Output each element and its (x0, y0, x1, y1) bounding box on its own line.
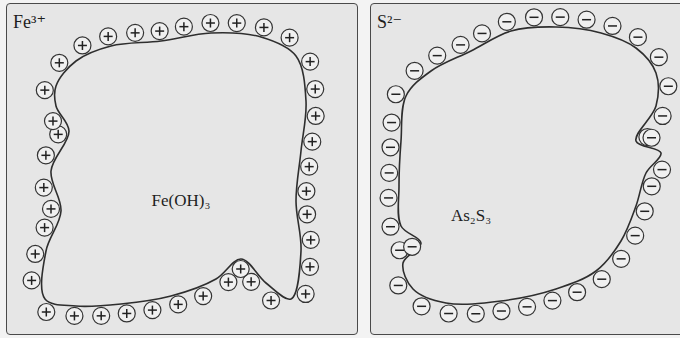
charge-symbol (302, 258, 319, 275)
charge-symbol (569, 284, 586, 301)
colloid-particle: As₂S₃ (381, 14, 680, 332)
charge-symbol (552, 9, 569, 26)
charge-symbol (232, 260, 249, 277)
charge-symbol (413, 298, 430, 315)
particle-illustration (23, 22, 345, 332)
charge-symbol (613, 250, 630, 267)
charge-symbol (93, 307, 110, 324)
charge-symbol (35, 179, 52, 196)
charge-symbol (23, 272, 40, 289)
charge-symbol (144, 302, 161, 319)
charge-symbol (452, 36, 469, 53)
charge-symbol (383, 114, 400, 131)
charge-symbol (593, 271, 610, 288)
charge-symbol (604, 17, 621, 34)
charge-symbol (390, 277, 407, 294)
charge-symbol (118, 305, 135, 322)
charge-symbol (643, 178, 660, 195)
charge-symbol (301, 158, 318, 175)
charge-symbol (307, 81, 324, 98)
charge-symbol (195, 288, 212, 305)
charge-symbol (170, 296, 187, 313)
charge-symbol (627, 227, 644, 244)
charge-symbol (578, 11, 595, 28)
charge-symbol (100, 28, 117, 45)
charge-symbol (650, 49, 667, 66)
charge-symbol (127, 24, 144, 41)
charge-symbol (228, 15, 245, 32)
charge-symbol (380, 189, 397, 206)
charge-symbol (643, 129, 660, 146)
charge-symbol (151, 23, 168, 40)
charge-symbol (429, 47, 446, 64)
particle-label: As₂S₃ (451, 206, 491, 226)
charge-symbol (220, 274, 237, 291)
charge-symbol (37, 147, 54, 164)
particle-outline (42, 33, 307, 307)
charge-symbol (255, 19, 272, 36)
charge-symbol (298, 183, 315, 200)
charge-symbol (302, 231, 319, 248)
colloid-particle: Fe(OH)₃ (23, 22, 345, 332)
charge-symbol (493, 303, 510, 320)
charge-symbol (381, 164, 398, 181)
charge-symbol (440, 305, 457, 322)
charge-symbol (467, 305, 484, 322)
charge-symbol (654, 161, 671, 178)
charge-symbol (307, 107, 324, 124)
charge-symbol (175, 18, 192, 35)
charge-symbol (299, 206, 316, 223)
charge-symbol (36, 82, 53, 99)
charge-symbol (66, 307, 83, 324)
charge-symbol (263, 292, 280, 309)
charge-symbol (43, 200, 60, 217)
charge-symbol (654, 107, 671, 124)
charge-symbol (498, 13, 515, 30)
charge-symbol (629, 29, 646, 46)
charge-symbol (38, 304, 55, 321)
charge-symbol (304, 133, 321, 150)
panel-box: Fe³⁺ Fe(OH)₃ (6, 3, 358, 335)
charge-symbol (36, 219, 53, 236)
panel-box: S²⁻ As₂S₃ (370, 3, 680, 335)
charge-symbol (382, 218, 399, 235)
charge-symbol (51, 54, 68, 71)
ion-label: Fe³⁺ (13, 12, 46, 33)
charge-symbol (74, 37, 91, 54)
charge-symbol (474, 25, 491, 42)
particle-outline (398, 27, 661, 304)
charge-symbol (406, 62, 423, 79)
particle-illustration (381, 14, 680, 332)
charge-symbol (27, 245, 44, 262)
charge-symbol (519, 298, 536, 315)
charge-symbol (382, 139, 399, 156)
charge-symbol (281, 29, 298, 46)
charge-symbol (302, 53, 319, 70)
charge-symbol (297, 285, 314, 302)
charge-symbol (202, 15, 219, 32)
charge-symbol (404, 238, 421, 255)
charge-symbol (44, 113, 61, 130)
charge-symbol (526, 9, 543, 26)
charge-symbol (544, 292, 561, 309)
charge-symbol (660, 78, 677, 95)
charge-symbol (636, 203, 653, 220)
ion-label: S²⁻ (377, 12, 402, 33)
charge-symbol (387, 86, 404, 103)
particle-label: Fe(OH)₃ (152, 191, 211, 211)
